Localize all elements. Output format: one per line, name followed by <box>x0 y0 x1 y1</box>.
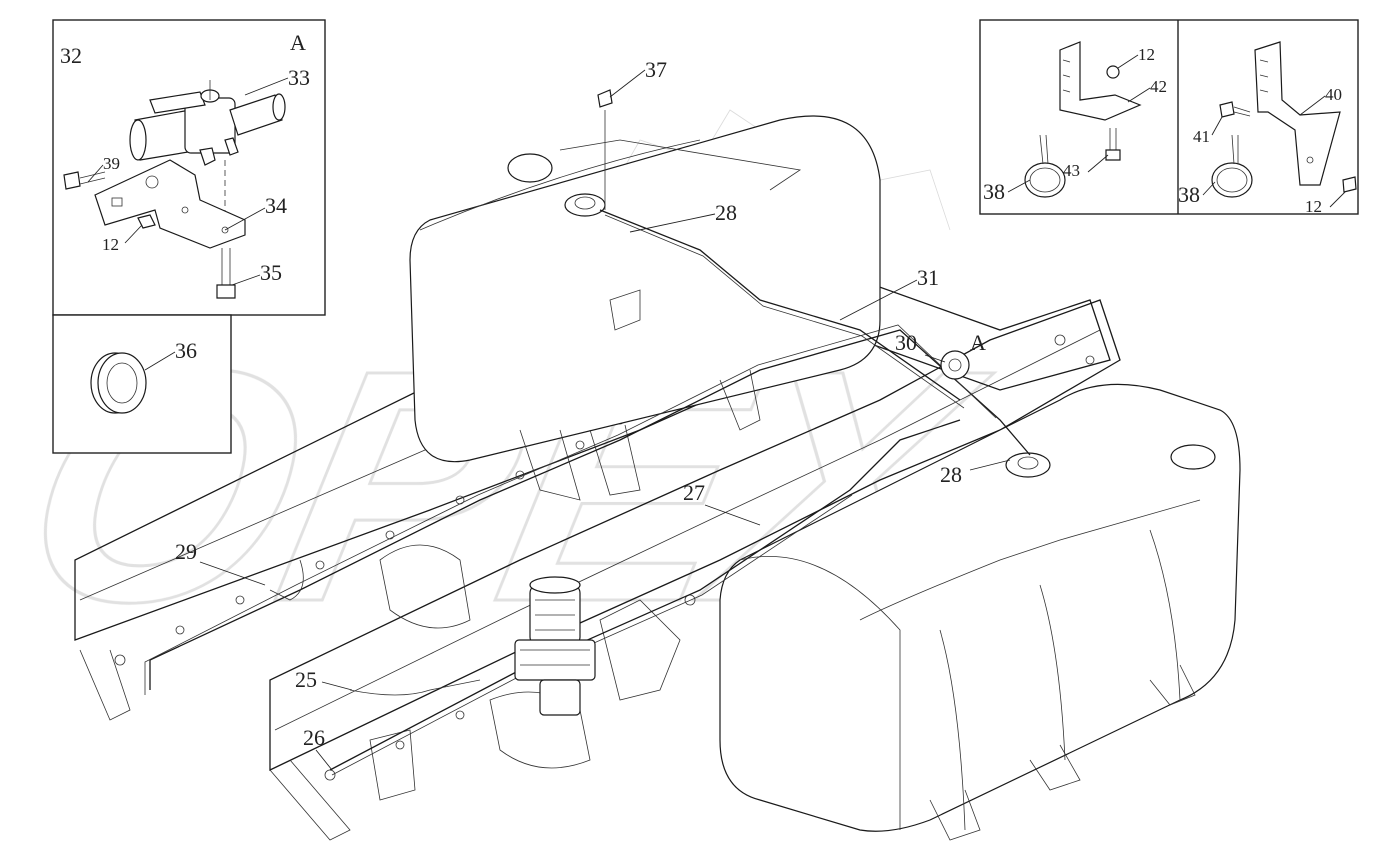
inset-brackets: 12 42 43 38 40 41 38 12 <box>979 19 1359 216</box>
fuel-filter-assembly <box>514 576 596 716</box>
callout-12-inset-a: 12 <box>102 235 119 254</box>
inset-a: A 32 33 34 35 39 12 <box>52 19 326 316</box>
callout-34: 34 <box>265 193 287 218</box>
fuel-tank-rear <box>409 115 881 501</box>
callout-41: 41 <box>1193 127 1210 146</box>
callout-27: 27 <box>683 480 705 505</box>
view-a-tag: A <box>970 330 986 355</box>
callout-36: 36 <box>175 338 197 363</box>
callout-42: 42 <box>1150 77 1167 96</box>
callout-37: 37 <box>645 57 667 82</box>
fuel-lines <box>144 209 1031 776</box>
callout-30: 30 <box>895 330 917 355</box>
callout-33: 33 <box>288 65 310 90</box>
main-callouts: 37 28 31 30 A 28 27 29 25 26 <box>175 57 1011 771</box>
inset-a-tag: A <box>290 30 306 55</box>
callout-29: 29 <box>175 539 197 564</box>
callout-12-right: 12 <box>1305 197 1322 216</box>
inset-grommet: 36 <box>52 314 232 454</box>
callout-38-left: 38 <box>983 179 1005 204</box>
callout-12-top: 12 <box>1138 45 1155 64</box>
callout-40: 40 <box>1325 85 1342 104</box>
callout-38-right: 38 <box>1178 182 1200 207</box>
callout-31: 31 <box>917 265 939 290</box>
callout-28-upper: 28 <box>715 200 737 225</box>
callout-39: 39 <box>103 154 120 173</box>
small-parts <box>597 89 970 380</box>
callout-26: 26 <box>303 725 325 750</box>
callout-28-lower: 28 <box>940 462 962 487</box>
callout-43: 43 <box>1063 161 1080 180</box>
fuel-tank-front <box>719 383 1241 841</box>
callout-32: 32 <box>60 43 82 68</box>
callout-25: 25 <box>295 667 317 692</box>
callout-35: 35 <box>260 260 282 285</box>
